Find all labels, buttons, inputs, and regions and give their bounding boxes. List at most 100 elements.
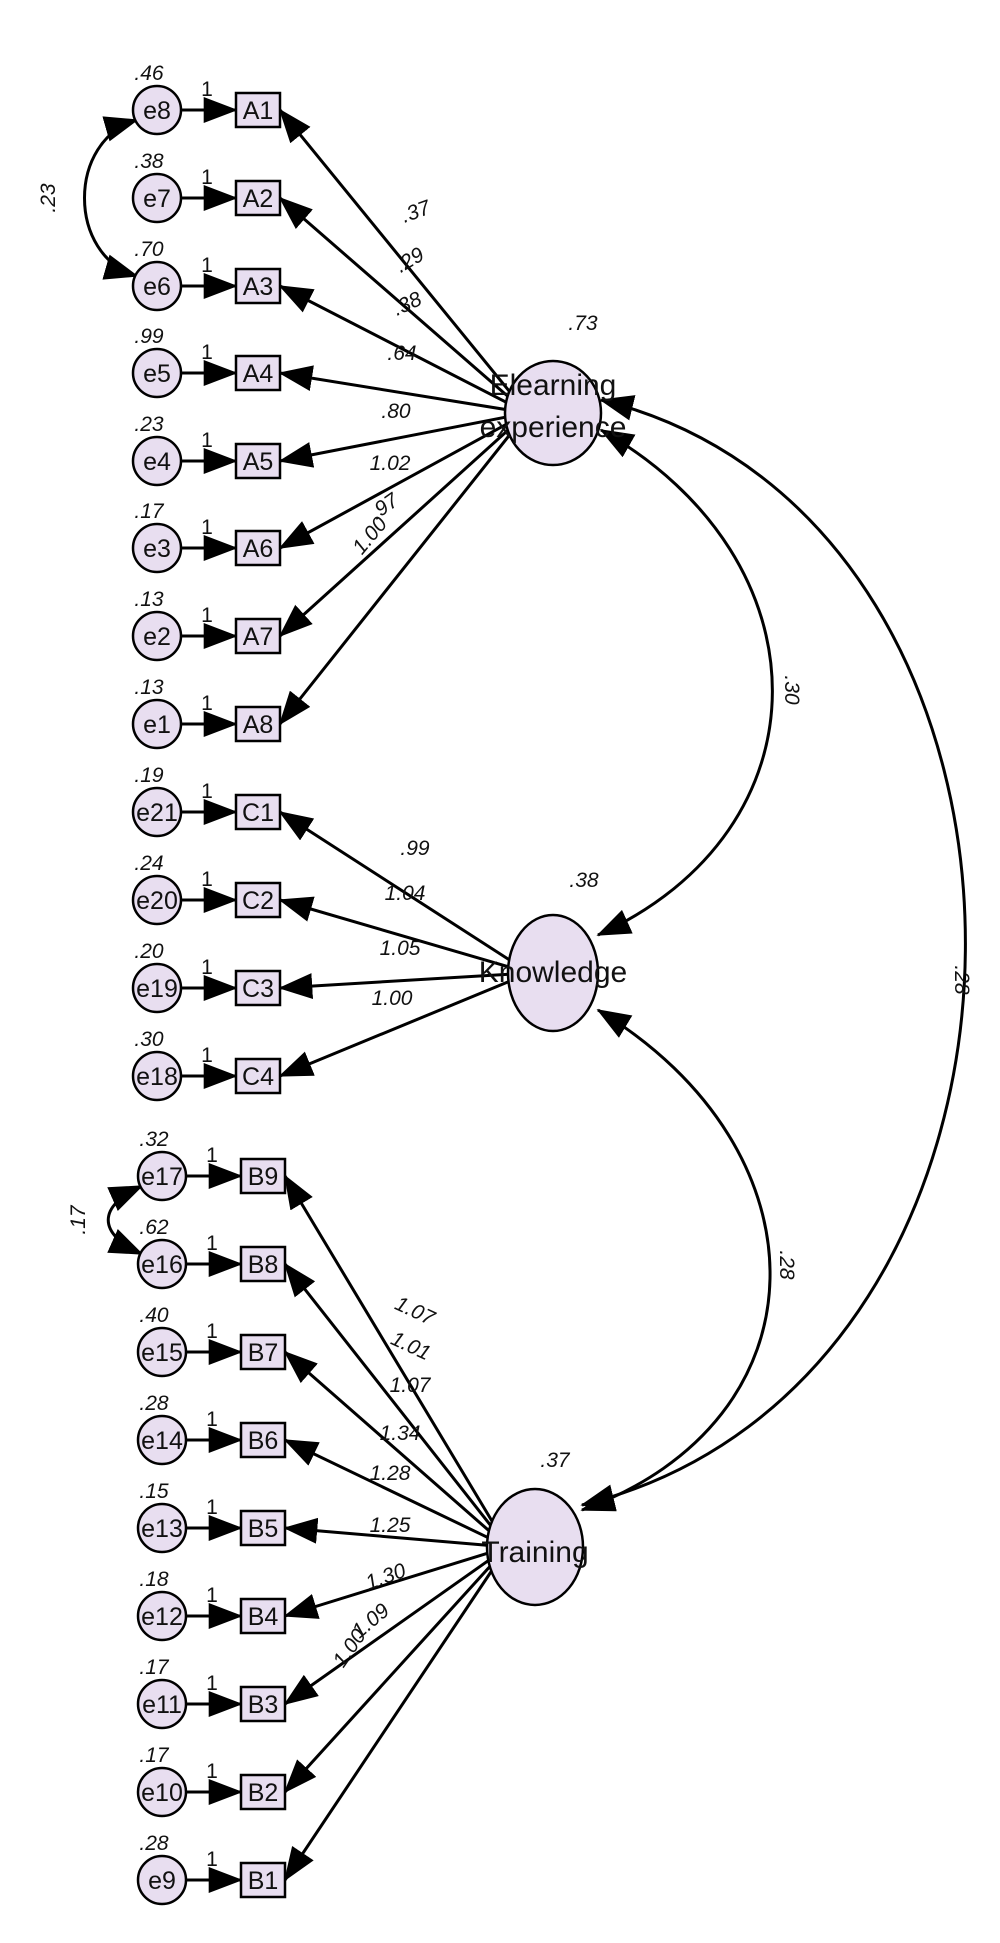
error-label-e6: e6	[143, 273, 171, 301]
indicator-label-B4: B4	[248, 1603, 279, 1631]
covariance-path-KN-TR	[580, 1008, 772, 1512]
error-variance-e20: .24	[134, 852, 163, 875]
error-covariance-path-e17-e16	[106, 1184, 144, 1256]
error-path-weight-e1: 1	[201, 692, 213, 715]
loading-path-A3	[278, 284, 513, 407]
error-path-weight-e7: 1	[201, 166, 213, 189]
error-node-e10	[136, 1766, 188, 1818]
indicator-box-B3	[239, 1685, 287, 1723]
latent-label-TR-0: Training	[481, 1536, 588, 1569]
error-path-weight-e13: 1	[206, 1496, 218, 1519]
error-node-e7	[131, 172, 183, 224]
indicator-label-A8: A8	[243, 711, 274, 739]
loading-value-A3: .38	[389, 287, 425, 320]
loading-value-A6: 1.02	[370, 452, 411, 475]
error-node-e9	[136, 1854, 188, 1906]
latent-variance-EL: .73	[568, 312, 598, 335]
error-variance-e1: .13	[134, 676, 164, 699]
error-path-weight-e3: 1	[201, 516, 213, 539]
error-path-weight-e11: 1	[206, 1672, 218, 1695]
loading-value-B3: 1.30	[363, 1559, 410, 1595]
error-label-e9: e9	[148, 1867, 176, 1895]
indicator-label-B3: B3	[248, 1691, 279, 1719]
error-variance-e2: .13	[134, 588, 164, 611]
loading-path-A1	[278, 108, 514, 396]
loading-value-B6: 1.34	[380, 1422, 421, 1445]
error-path-weight-e18: 1	[201, 1044, 213, 1067]
error-variance-e5: .99	[134, 325, 164, 348]
error-path-weight-e20: 1	[201, 868, 213, 891]
error-label-e15: e15	[141, 1339, 183, 1367]
indicator-box-B1	[239, 1861, 287, 1899]
latent-label-EL-0: Elearning	[490, 369, 617, 402]
error-path-weight-e14: 1	[206, 1408, 218, 1431]
loading-value-B9: 1.07	[391, 1292, 439, 1331]
error-label-e18: e18	[136, 1063, 178, 1091]
error-covariance-value-e8-e6: .23	[37, 183, 60, 213]
error-variance-e3: .17	[134, 500, 165, 523]
error-label-e12: e12	[141, 1603, 183, 1631]
loading-path-B2	[283, 1560, 496, 1794]
loading-value-A1: .37	[398, 196, 435, 228]
indicator-label-C3: C3	[242, 975, 274, 1003]
loading-path-B3	[283, 1555, 496, 1706]
error-label-e5: e5	[143, 360, 171, 388]
error-node-e16	[136, 1238, 188, 1290]
indicator-box-B8	[239, 1245, 287, 1283]
loading-value-A4: .64	[387, 342, 416, 365]
indicator-box-A6	[234, 529, 282, 567]
loading-path-B6	[283, 1438, 495, 1542]
error-path-weight-e19: 1	[201, 956, 213, 979]
latent-label-KN-0: Knowledge	[479, 956, 627, 989]
error-path-weight-e2: 1	[201, 604, 213, 627]
error-node-e2	[131, 610, 183, 662]
loading-value-B7: 1.07	[390, 1374, 432, 1397]
error-variance-e21: .19	[134, 764, 164, 787]
indicator-label-B6: B6	[248, 1427, 279, 1455]
loading-path-B9	[283, 1174, 496, 1526]
indicator-box-A1	[234, 91, 282, 129]
loading-value-C4: 1.00	[372, 987, 413, 1010]
loading-path-A7	[278, 425, 514, 638]
indicator-label-A4: A4	[243, 360, 274, 388]
error-path-weight-e4: 1	[201, 429, 213, 452]
error-variance-e18: .30	[134, 1028, 164, 1051]
error-variance-e19: .20	[134, 940, 164, 963]
covariance-path-EL-KN	[596, 428, 774, 937]
error-node-e13	[136, 1502, 188, 1554]
indicator-box-A2	[234, 179, 282, 217]
error-variance-e6: .70	[134, 238, 164, 261]
loading-value-B4: 1.25	[370, 1514, 411, 1537]
error-variance-e13: .15	[139, 1480, 169, 1503]
covariance-value-EL-KN: .30	[780, 675, 803, 705]
error-node-e19	[131, 962, 183, 1014]
error-variance-e7: .38	[134, 150, 164, 173]
loading-path-B7	[283, 1350, 496, 1537]
covariance-value-KN-TR: .28	[775, 1250, 798, 1280]
indicator-label-A6: A6	[243, 535, 274, 563]
indicator-label-A1: A1	[243, 97, 274, 125]
error-label-e16: e16	[141, 1251, 183, 1279]
error-label-e11: e11	[142, 1691, 182, 1719]
loading-value-B5: 1.28	[370, 1462, 411, 1485]
nodes-layer	[131, 84, 603, 1906]
indicator-box-A7	[234, 617, 282, 655]
indicator-box-C3	[234, 969, 282, 1007]
indicator-box-A3	[234, 267, 282, 305]
indicator-box-C2	[234, 881, 282, 919]
loading-path-A5	[278, 414, 513, 468]
error-variance-e16: .62	[139, 1216, 169, 1239]
paths-layer	[83, 97, 967, 1893]
indicator-label-A7: A7	[243, 623, 274, 651]
loading-path-C4	[278, 977, 516, 1078]
error-variance-e8: .46	[134, 62, 164, 85]
indicator-box-A5	[234, 442, 282, 480]
loading-path-B4	[283, 1549, 495, 1619]
loading-path-C1	[278, 810, 516, 965]
latent-node-EL	[503, 359, 603, 467]
error-path-weight-e9: 1	[206, 1848, 218, 1871]
error-label-e10: e10	[141, 1779, 183, 1807]
error-node-e21	[131, 786, 183, 838]
loading-value-C2: 1.04	[385, 882, 426, 905]
